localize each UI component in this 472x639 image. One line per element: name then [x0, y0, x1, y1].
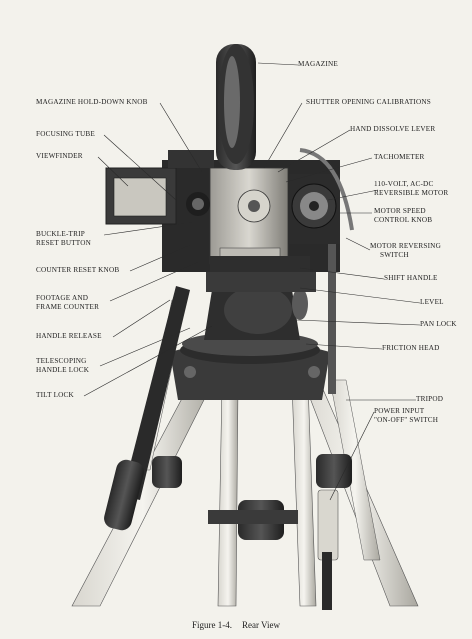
- label-motor-line1: 110-VOLT, AC-DC: [374, 180, 434, 188]
- label-buckle-trip: BUCKLE-TRIP RESET BUTTON: [36, 230, 91, 248]
- tripod-head: [170, 332, 330, 400]
- label-level: LEVEL: [420, 298, 444, 306]
- friction-head: [204, 270, 316, 340]
- label-footage-line2: FRAME COUNTER: [36, 303, 100, 311]
- leader-lines: [83, 62, 421, 501]
- viewfinder-unit: [105, 150, 214, 225]
- label-power-line2: "ON-OFF" SWITCH: [374, 416, 439, 424]
- label-motor-speed: MOTOR SPEED CONTROL KNOB: [374, 207, 432, 225]
- label-motor-reversing-line2: SWITCH: [380, 251, 409, 259]
- label-telescoping-handle-lock: TELESCOPING HANDLE LOCK: [36, 357, 89, 375]
- caption-title: Rear View: [241, 620, 281, 630]
- label-shutter-opening-calibrations: SHUTTER OPENING CALIBRATIONS: [306, 98, 431, 106]
- label-buckle-trip-line1: BUCKLE-TRIP: [36, 230, 85, 238]
- label-footage-counter: FOOTAGE AND FRAME COUNTER: [36, 294, 99, 312]
- label-magazine-hold-down-knob: MAGAZINE HOLD-DOWN KNOB: [36, 98, 148, 106]
- label-power-input-switch: . POWER INPUT "ON-OFF" SWITCH: [374, 398, 438, 425]
- label-counter-reset-knob: COUNTER RESET KNOB: [36, 266, 120, 274]
- label-handle-release: HANDLE RELEASE: [36, 332, 102, 340]
- label-motor-speed-line2: CONTROL KNOB: [374, 216, 433, 224]
- label-magazine: MAGAZINE: [298, 60, 338, 68]
- motor-unit: [288, 148, 354, 394]
- label-telescoping-line2: HANDLE LOCK: [36, 366, 90, 374]
- label-buckle-trip-line2: RESET BUTTON: [36, 239, 92, 247]
- label-friction-head: FRICTION HEAD: [382, 344, 440, 352]
- label-shift-handle: SHIFT HANDLE: [384, 274, 438, 282]
- label-tilt-lock: TILT LOCK: [36, 391, 74, 399]
- label-pan-lock: PAN LOCK: [420, 320, 457, 328]
- label-motor-reversing-switch: MOTOR REVERSING SWITCH: [370, 242, 441, 260]
- label-motor-speed-line1: MOTOR SPEED: [374, 207, 426, 215]
- label-hand-dissolve-lever: HAND DISSOLVE LEVER: [350, 125, 436, 133]
- label-tripod: TRIPOD: [416, 395, 444, 403]
- label-tachometer: TACHOMETER: [374, 153, 425, 161]
- leg-clamps: [152, 454, 352, 610]
- label-motor-line2: REVERSIBLE MOTOR: [374, 189, 449, 197]
- label-viewfinder: VIEWFINDER: [36, 152, 83, 160]
- label-focusing-tube: FOCUSING TUBE: [36, 130, 95, 138]
- label-telescoping-line1: TELESCOPING: [36, 357, 87, 365]
- pan-handle: [104, 286, 190, 531]
- label-motor-reversing-line1: MOTOR REVERSING: [370, 242, 441, 250]
- label-power-line1: POWER INPUT: [374, 407, 425, 415]
- caption-figure-number: Figure 1-4.: [191, 620, 232, 630]
- label-footage-line1: FOOTAGE AND: [36, 294, 89, 302]
- camera-photograph: [71, 44, 421, 610]
- figure-caption: Figure 1-4. Rear View: [0, 620, 472, 630]
- label-motor: 110-VOLT, AC-DC REVERSIBLE MOTOR: [374, 180, 448, 198]
- magazine: [216, 44, 256, 170]
